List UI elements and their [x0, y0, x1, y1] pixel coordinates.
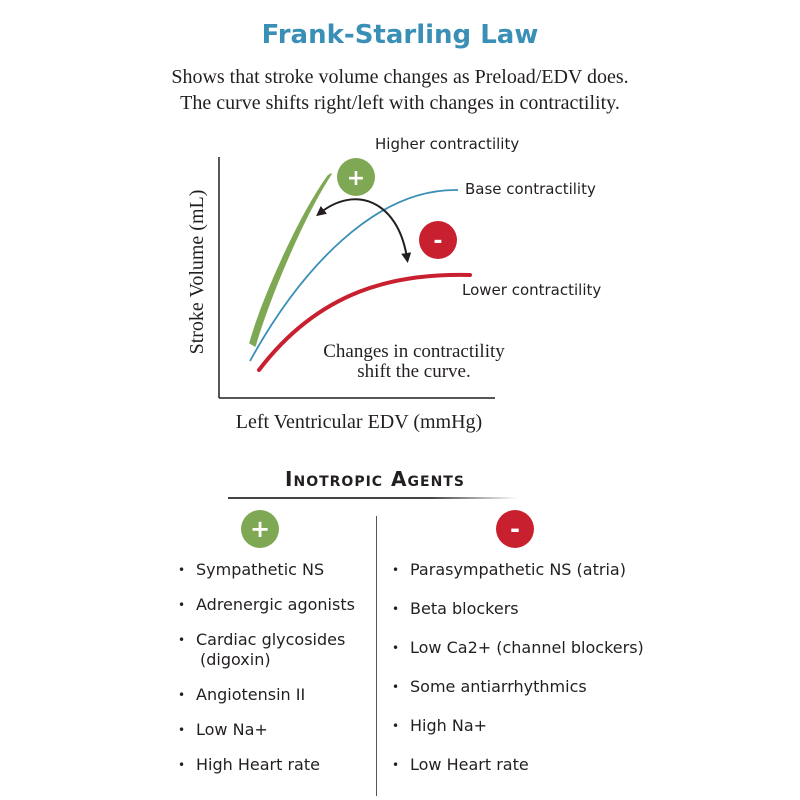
page-title: Frank-Starling Law — [261, 20, 539, 50]
decrease-badge — [419, 221, 457, 259]
annotation-line-2: shift the curve. — [357, 361, 470, 382]
lower-contractility-curve — [257, 272, 472, 372]
list-item: Cardiac glycosides(digoxin) — [178, 630, 378, 670]
list-item: High Heart rate — [178, 755, 378, 775]
list-item: High Na+ — [392, 716, 682, 736]
subtitle-line-1: Shows that stroke volume changes as Prel… — [171, 66, 629, 88]
heading-divider — [228, 497, 518, 499]
list-item: Low Heart rate — [392, 755, 682, 775]
series-label-lower: Lower contractility — [462, 281, 601, 299]
subtitle-line-2: The curve shifts right/left with changes… — [180, 92, 620, 114]
series-label-base: Base contractility — [465, 180, 596, 198]
y-axis-label: Stroke Volume (mL) — [186, 190, 208, 355]
list-item: Beta blockers — [392, 599, 682, 619]
list-item: Adrenergic agonists — [178, 595, 378, 615]
increase-badge-symbol: + — [347, 166, 365, 191]
shift-arrow — [316, 198, 412, 263]
list-item: Parasympathetic NS (atria) — [392, 560, 682, 580]
list-item: Some antiarrhythmics — [392, 677, 682, 697]
positive-agents-badge: + — [241, 510, 279, 548]
annotation-line-1: Changes in contractility — [323, 341, 505, 362]
list-item: Angiotensin II — [178, 685, 378, 705]
higher-contractility-curve — [249, 173, 332, 347]
series-label-higher: Higher contractility — [375, 135, 519, 153]
negative-agents-list: Parasympathetic NS (atria) Beta blockers… — [392, 560, 682, 775]
increase-badge — [337, 158, 375, 196]
negative-agents-badge: - — [496, 510, 534, 548]
frank-starling-chart: + - Higher contractility Base contractil… — [186, 135, 601, 433]
inotropic-agents-heading: Inotropic Agents — [285, 467, 465, 491]
list-item: Low Na+ — [178, 720, 378, 740]
decrease-badge-symbol: - — [433, 229, 442, 254]
x-axis-label: Left Ventricular EDV (mmHg) — [236, 411, 482, 433]
list-item: Low Ca2+ (channel blockers) — [392, 638, 682, 658]
list-item: Sympathetic NS — [178, 560, 378, 580]
positive-agents-list: Sympathetic NS Adrenergic agonists Cardi… — [178, 560, 378, 775]
